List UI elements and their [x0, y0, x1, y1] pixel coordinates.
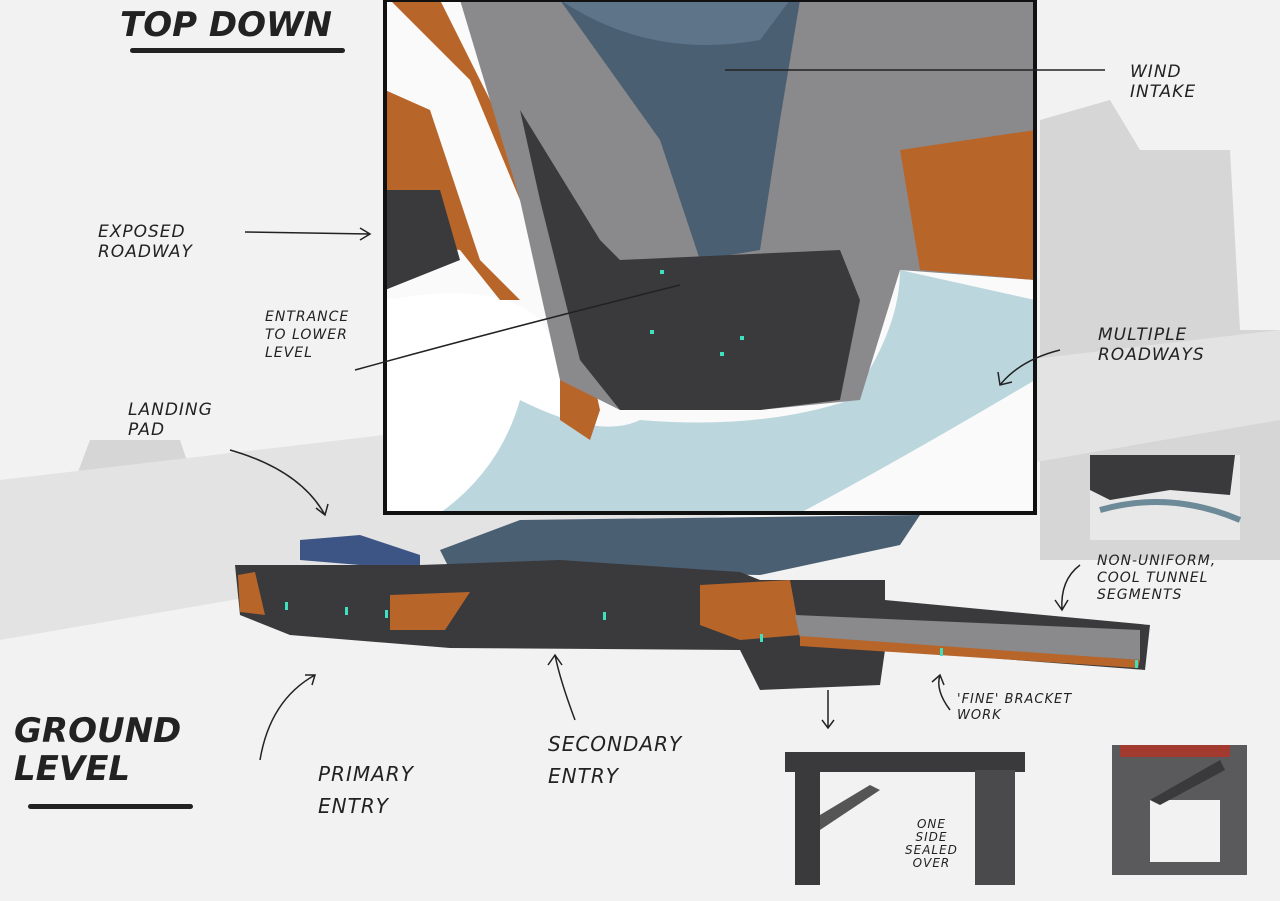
label-primary-entry: PRIMARY ENTRY	[318, 762, 414, 818]
label-multiple-roadways: MULTIPLE ROADWAYS	[1098, 325, 1205, 365]
light-markers	[650, 270, 744, 356]
label-one-side-sealed: ONE SIDE SEALED OVER	[905, 817, 958, 870]
top-down-panel	[383, 0, 1037, 515]
ground-level-structure	[235, 515, 1150, 690]
label-landing-pad: LANDING PAD	[128, 400, 213, 440]
label-secondary-entry: SECONDARY ENTRY	[548, 732, 683, 788]
title-top-down: TOP DOWN	[120, 5, 332, 45]
label-wind-intake: WIND INTAKE	[1130, 62, 1197, 102]
label-exposed-roadway: EXPOSED ROADWAY	[98, 222, 193, 262]
tunnel-inset	[1090, 455, 1242, 540]
label-entrance-lower-level: ENTRANCE TO LOWER LEVEL	[265, 309, 350, 361]
label-tunnel-segments: NON-UNIFORM, COOL TUNNEL SEGMENTS	[1097, 553, 1217, 603]
bracket-sketch-sealed	[1112, 745, 1247, 875]
title-underline	[28, 804, 193, 809]
title-underline	[130, 48, 345, 53]
label-bracket-work: 'FINE' BRACKET WORK	[957, 692, 1073, 723]
annotation-arrows	[229, 69, 1105, 761]
title-ground-level: GROUND LEVEL	[14, 711, 182, 789]
bracket-sketch-open	[785, 752, 1025, 885]
